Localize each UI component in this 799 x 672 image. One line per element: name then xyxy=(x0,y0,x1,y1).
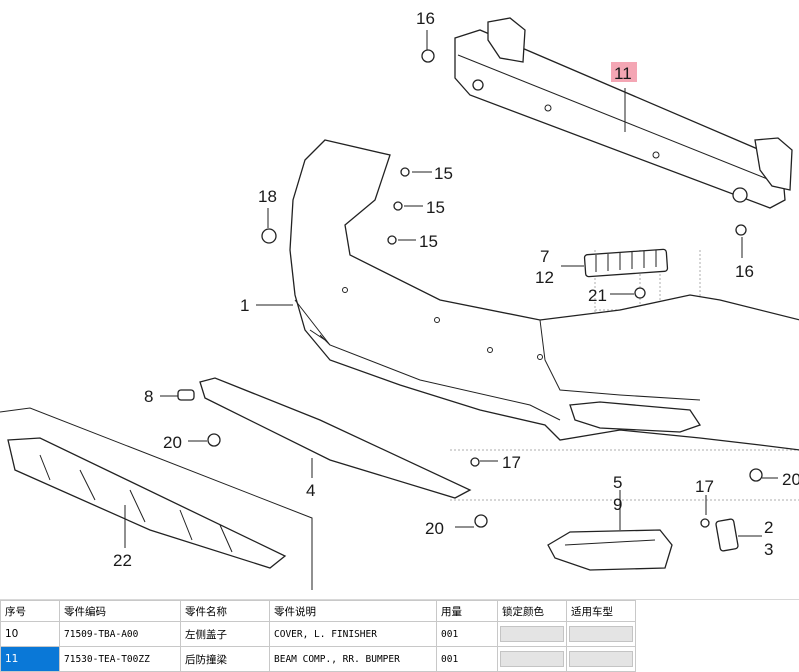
cell-model[interactable] xyxy=(566,621,636,647)
callout-20-left[interactable]: 20 xyxy=(163,433,182,452)
col-header-qty[interactable]: 用量 xyxy=(436,600,498,622)
callout-2[interactable]: 2 xyxy=(764,518,773,537)
callout-15-b[interactable]: 15 xyxy=(426,198,445,217)
callout-9[interactable]: 9 xyxy=(613,495,622,514)
bumper-beam-part[interactable] xyxy=(454,17,793,209)
cell-qty[interactable]: 001 xyxy=(436,646,498,672)
cell-code[interactable]: 71509-TBA-A00 xyxy=(59,621,181,647)
callout-1[interactable]: 1 xyxy=(240,296,249,315)
table-header-row: 序号 零件编码 零件名称 零件说明 用量 锁定颜色 适用车型 xyxy=(0,600,636,622)
cell-desc[interactable]: COVER, L. FINISHER xyxy=(269,621,437,647)
callout-17-right[interactable]: 17 xyxy=(695,477,714,496)
col-header-desc[interactable]: 零件说明 xyxy=(269,600,437,622)
lower-trim-part[interactable] xyxy=(199,377,472,499)
cell-name[interactable]: 左侧盖子 xyxy=(180,621,270,647)
cell-name[interactable]: 后防撞梁 xyxy=(180,646,270,672)
cell-color[interactable] xyxy=(497,646,567,672)
diffuser-part[interactable] xyxy=(0,407,313,590)
parts-table-panel: 序号 零件编码 零件名称 零件说明 用量 锁定颜色 适用车型 10 71509-… xyxy=(0,599,799,672)
callout-22[interactable]: 22 xyxy=(113,551,132,570)
parts-table: 序号 零件编码 零件名称 零件说明 用量 锁定颜色 适用车型 10 71509-… xyxy=(0,600,636,672)
callout-5[interactable]: 5 xyxy=(613,473,622,492)
side-clip-part[interactable] xyxy=(715,518,739,552)
bumper-cover-part[interactable] xyxy=(289,139,799,451)
cell-no[interactable]: 10 xyxy=(0,621,60,647)
cell-model[interactable] xyxy=(566,646,636,672)
col-header-name[interactable]: 零件名称 xyxy=(180,600,270,622)
callout-17-mid[interactable]: 17 xyxy=(502,453,521,472)
callout-20-bottom[interactable]: 20 xyxy=(425,519,444,538)
callout-15-a[interactable]: 15 xyxy=(434,164,453,183)
callout-4[interactable]: 4 xyxy=(306,481,315,500)
fastener-bolts xyxy=(207,49,763,528)
callout-11[interactable]: 11 xyxy=(614,64,632,83)
callout-3[interactable]: 3 xyxy=(764,540,773,559)
cell-qty[interactable]: 001 xyxy=(436,621,498,647)
callout-8[interactable]: 8 xyxy=(144,387,153,406)
parts-diagram: 16 11 15 15 15 18 1 7 12 16 21 8 20 4 17… xyxy=(0,9,799,590)
table-row[interactable]: 10 71509-TBA-A00 左侧盖子 COVER, L. FINISHER… xyxy=(0,621,636,647)
callout-12[interactable]: 12 xyxy=(535,268,554,287)
callout-21[interactable]: 21 xyxy=(588,286,607,305)
cell-color[interactable] xyxy=(497,621,567,647)
leader-lines xyxy=(124,30,778,548)
clip-8-part[interactable] xyxy=(177,389,195,401)
col-header-code[interactable]: 零件编码 xyxy=(59,600,181,622)
col-header-no[interactable]: 序号 xyxy=(0,600,60,622)
vent-grille-part[interactable] xyxy=(583,248,669,278)
cell-desc[interactable]: BEAM COMP., RR. BUMPER xyxy=(269,646,437,672)
callout-16-right[interactable]: 16 xyxy=(735,262,754,281)
col-header-color[interactable]: 锁定颜色 xyxy=(497,600,567,622)
callout-20-right[interactable]: 20 xyxy=(782,470,799,489)
callout-11-highlight xyxy=(611,62,637,82)
callout-7[interactable]: 7 xyxy=(540,247,549,266)
callout-16-top[interactable]: 16 xyxy=(416,9,435,28)
callout-15-c[interactable]: 15 xyxy=(419,232,438,251)
callout-18[interactable]: 18 xyxy=(258,187,277,206)
reflector-part[interactable] xyxy=(547,529,673,571)
table-row-selected[interactable]: 11 71530-TEA-T00ZZ 后防撞梁 BEAM COMP., RR. … xyxy=(0,646,636,672)
cell-no-selected[interactable]: 11 xyxy=(0,646,60,672)
cell-code[interactable]: 71530-TEA-T00ZZ xyxy=(59,646,181,672)
col-header-model[interactable]: 适用车型 xyxy=(566,600,636,622)
